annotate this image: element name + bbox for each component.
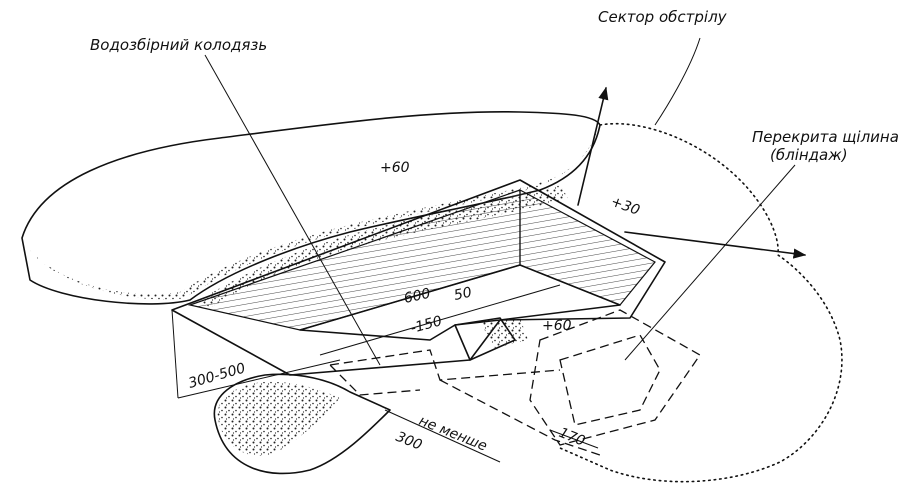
dim-not-less: не менше (417, 413, 490, 455)
label-blindage-line2: (бліндаж) (770, 146, 848, 164)
blindage-box-inner (559, 334, 661, 426)
sector-outline[interactable] (559, 122, 843, 483)
dim-line-300-500 (171, 309, 179, 399)
dashed-extension (329, 349, 601, 456)
dim-parapet-front: +60 (380, 160, 410, 176)
blindage-box[interactable] (529, 309, 701, 446)
dim-line-150 (319, 284, 561, 356)
label-sump: Водозбірний колодязь (90, 36, 267, 54)
dim-span-300-500: 300-500 (187, 360, 248, 392)
trench-rim (171, 179, 666, 376)
dim-parapet-side: +30 (609, 194, 642, 219)
dim-parapet-right: +60 (542, 318, 572, 334)
dim-line-300-500-base (177, 359, 341, 399)
dim-line-170 (549, 429, 599, 449)
firing-step-hatch (480, 318, 528, 348)
dim-depth-150: -150 (409, 313, 444, 337)
leader-sump (204, 54, 381, 366)
parapet-mound (21, 111, 601, 305)
leader-sector (654, 37, 701, 126)
label-sector: Сектор обстрілу (598, 8, 728, 26)
dim-line-300 (384, 409, 501, 463)
front-mound-stipple (217, 381, 340, 456)
fire-arrow-right (624, 231, 807, 259)
leader-blindage (624, 164, 796, 361)
front-mound (213, 373, 391, 475)
trench-inner-wall-left (187, 189, 521, 331)
fire-arrow-up (577, 86, 609, 206)
dim-span-300: 300 (394, 429, 425, 454)
dim-width-600: 600 (403, 286, 433, 307)
dim-value-50: 50 (453, 285, 474, 304)
label-blindage-line1: Перекрита щілина (752, 128, 899, 146)
